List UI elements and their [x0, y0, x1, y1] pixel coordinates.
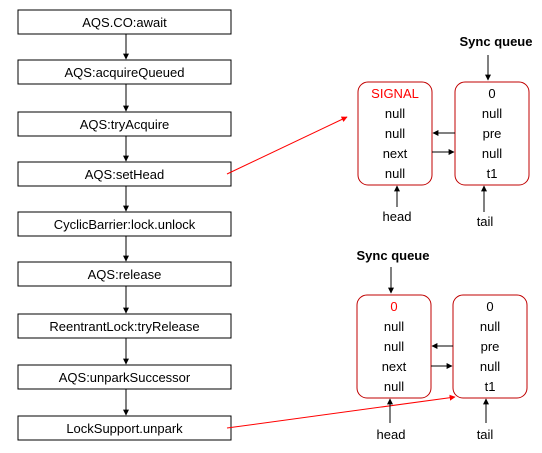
node-field: null: [482, 146, 502, 161]
tail-label: tail: [477, 427, 494, 442]
node-field: null: [385, 126, 405, 141]
flow-step-lock-unlock-label: CyclicBarrier:lock.unlock: [54, 217, 196, 232]
sync-queue-bottom: Sync queue 0 null null next null 0 null …: [356, 248, 528, 442]
node-field: null: [384, 379, 404, 394]
flow-step-await-label: AQS.CO:await: [82, 15, 167, 30]
node-field-wait-status: 0: [390, 299, 397, 314]
flow-step-try-release: ReentrantLock:tryRelease: [17, 313, 232, 339]
node-field: pre: [483, 126, 502, 141]
node-field: null: [480, 319, 500, 334]
queue-top-head-node: SIGNAL null null next null: [357, 81, 433, 186]
flow-step-set-head-label: AQS:setHead: [85, 167, 165, 182]
flow-step-unpark: LockSupport.unpark: [17, 415, 232, 441]
flow-step-lock-unlock: CyclicBarrier:lock.unlock: [17, 211, 232, 237]
sync-queue-bottom-title: Sync queue: [357, 248, 430, 263]
unpark-connector: [226, 394, 456, 429]
flow-step-release: AQS:release: [17, 261, 232, 287]
node-field: t1: [487, 166, 498, 181]
flow-step-await: AQS.CO:await: [17, 9, 232, 35]
flow-step-try-acquire-label: AQS:tryAcquire: [80, 117, 170, 132]
queue-bottom-head-node: 0 null null next null: [356, 294, 432, 399]
flow-step-set-head: AQS:setHead: [17, 161, 232, 187]
flow-step-unpark-successor-label: AQS:unparkSuccessor: [59, 370, 191, 385]
flow-step-unpark-label: LockSupport.unpark: [66, 421, 183, 436]
set-head-connector: [226, 116, 348, 175]
node-field: t1: [485, 379, 496, 394]
flow-step-try-acquire: AQS:tryAcquire: [17, 111, 232, 137]
sync-queue-top-title: Sync queue: [460, 34, 533, 49]
head-label: head: [383, 209, 412, 224]
node-field-wait-status: 0: [486, 299, 493, 314]
queue-top-tail-node: 0 null pre null t1: [454, 81, 530, 186]
node-field: null: [385, 106, 405, 121]
flow-step-release-label: AQS:release: [88, 267, 162, 282]
flow-step-acquire-queued-label: AQS:acquireQueued: [65, 65, 185, 80]
node-field: null: [480, 359, 500, 374]
flow-chart: AQS.CO:await AQS:acquireQueued AQS:tryAc…: [17, 9, 232, 441]
sync-queue-top: Sync queue SIGNAL null null next null 0 …: [357, 34, 533, 229]
tail-label: tail: [477, 214, 494, 229]
node-field: pre: [481, 339, 500, 354]
node-field: null: [384, 319, 404, 334]
flow-step-try-release-label: ReentrantLock:tryRelease: [49, 319, 199, 334]
node-field: null: [385, 166, 405, 181]
node-field-wait-status: 0: [488, 86, 495, 101]
node-field: null: [482, 106, 502, 121]
queue-bottom-tail-node: 0 null pre null t1: [452, 294, 528, 399]
head-label: head: [377, 427, 406, 442]
flow-step-unpark-successor: AQS:unparkSuccessor: [17, 364, 232, 390]
node-field: next: [383, 146, 408, 161]
node-field: next: [382, 359, 407, 374]
node-field-wait-status: SIGNAL: [371, 86, 419, 101]
flow-step-acquire-queued: AQS:acquireQueued: [17, 59, 232, 85]
node-field: null: [384, 339, 404, 354]
